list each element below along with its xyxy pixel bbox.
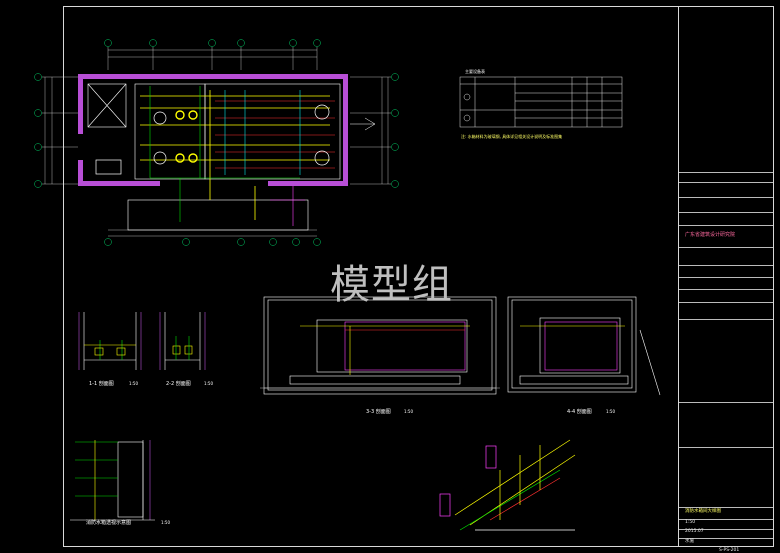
legend-table: [459, 76, 623, 128]
section-3-3-title: 3-3 剖面图: [366, 409, 391, 415]
section-1-1-title: 1-1 剖面图: [89, 381, 114, 387]
section-3-3: [260, 296, 500, 395]
tank-elevation: [70, 440, 155, 521]
isometric-diagram: [439, 439, 576, 531]
section-1-1: [78, 312, 142, 370]
legend-title: 主要设备表: [465, 69, 485, 74]
sheet-label: 水施: [685, 539, 694, 544]
drawing-title: 消防水箱间大样图: [685, 509, 721, 514]
section-3-3-scale: 1:50: [404, 409, 413, 414]
section-2-2-scale: 1:50: [204, 381, 213, 386]
section-2-2: [159, 312, 206, 370]
drawing-scale: 1:50: [685, 520, 696, 525]
section-4-4: [507, 296, 661, 396]
tank-elevation-scale: 1:50: [161, 520, 170, 525]
plan-view: [34, 39, 399, 246]
drawing-date: 2015.07: [685, 529, 704, 534]
watermark-text: 模型组: [330, 262, 453, 308]
drawing-frame: [63, 6, 679, 547]
section-2-2-title: 2-2 剖面图: [166, 381, 191, 387]
legend-note: 注: 水箱材料为玻璃钢, 具体详见相关设计说明及标准图集: [461, 134, 563, 139]
sheet-number: S-PS-201: [719, 548, 740, 553]
section-4-4-title: 4-4 剖面图: [567, 409, 592, 415]
tank-elevation-title: 消防水箱透视示意图: [86, 520, 132, 526]
title-block: 广东省建筑设计研究院 消防水箱间大样图 1:50 2015.07 水施 S-PS…: [679, 6, 774, 553]
section-1-1-scale: 1:50: [129, 381, 138, 386]
company-name: 广东省建筑设计研究院: [685, 232, 736, 238]
section-4-4-scale: 1:50: [606, 409, 615, 414]
